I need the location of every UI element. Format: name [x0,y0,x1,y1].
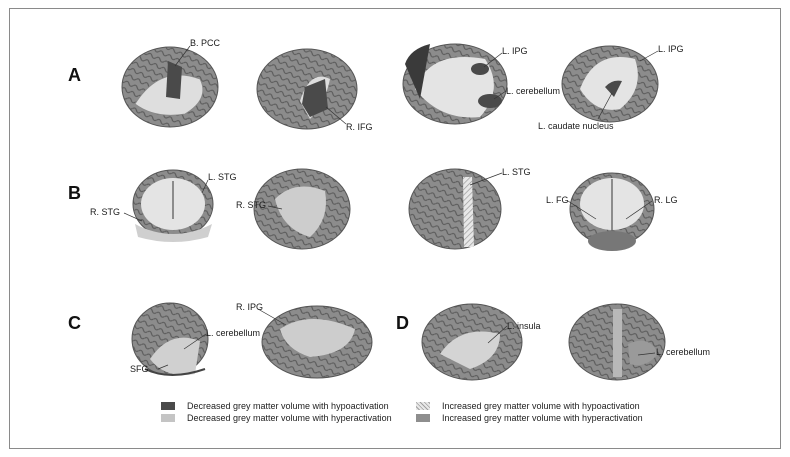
brain-d1 [421,303,523,381]
brain-d2 [568,303,666,381]
panel-label-c: C [68,313,81,333]
brain-illustrations [121,43,666,381]
label-l-fg: L. FG [546,195,569,205]
brain-c1 [131,302,209,376]
label-sfg: SFG [130,364,149,374]
brain-a1 [121,46,219,128]
panel-label-b: B [68,183,81,203]
panel-label-d: D [396,313,409,333]
label-l-ipg-1: L. IPG [502,46,528,56]
legend-label: Decreased grey matter volume with hypoac… [187,401,389,411]
legend-item-decreased-hyper: Decreased grey matter volume with hypera… [161,413,392,423]
figure-frame: A B C D B. PCC R. IFG L. IPG L. cerebell… [9,8,781,449]
label-l-caudate-nucleus: L. caudate nucleus [538,121,614,131]
label-r-lg: R. LG [654,195,678,205]
label-r-stg-1: R. STG [90,207,121,217]
brain-b1 [132,169,214,242]
legend-item-increased-hypo: Increased grey matter volume with hypoac… [416,401,640,411]
brain-b3 [408,168,502,250]
brain-c2 [261,305,373,379]
legend-item-increased-hyper: Increased grey matter volume with hypera… [416,413,643,423]
label-r-ifg: R. IFG [346,122,373,132]
label-r-ipg: R. IPG [236,302,264,312]
brain-a3 [402,43,508,125]
label-l-cerebellum-2: L. cerebellum [206,328,261,338]
label-l-stg-2: L. STG [502,167,531,177]
legend-item-decreased-hypo: Decreased grey matter volume with hypoac… [161,401,389,411]
label-r-stg-2: R. STG [236,200,267,210]
label-l-stg-1: L. STG [208,172,237,182]
panel-label-a: A [68,65,81,85]
brain-b2 [253,168,351,250]
label-l-cerebellum-3: L. cerebellum [656,347,711,357]
legend-label: Increased grey matter volume with hypera… [442,413,643,423]
region-b-pcc [166,61,182,99]
brain-a2 [256,48,358,130]
legend-label: Increased grey matter volume with hypoac… [442,401,640,411]
legend-swatch [416,402,430,410]
legend-swatch [416,414,430,422]
brain-a4 [561,45,659,123]
label-l-ipg-2: L. IPG [658,44,684,54]
leader-lines [123,45,659,370]
label-l-insula: L. insula [507,321,541,331]
label-b-pcc: B. PCC [190,38,221,48]
brain-b4 [569,172,655,251]
region-r-ifg [302,79,328,117]
legend-swatch [161,414,175,422]
legend-label: Decreased grey matter volume with hypera… [187,413,392,423]
legend-swatch [161,402,175,410]
label-l-cerebellum-1: L. cerebellum [506,86,561,96]
